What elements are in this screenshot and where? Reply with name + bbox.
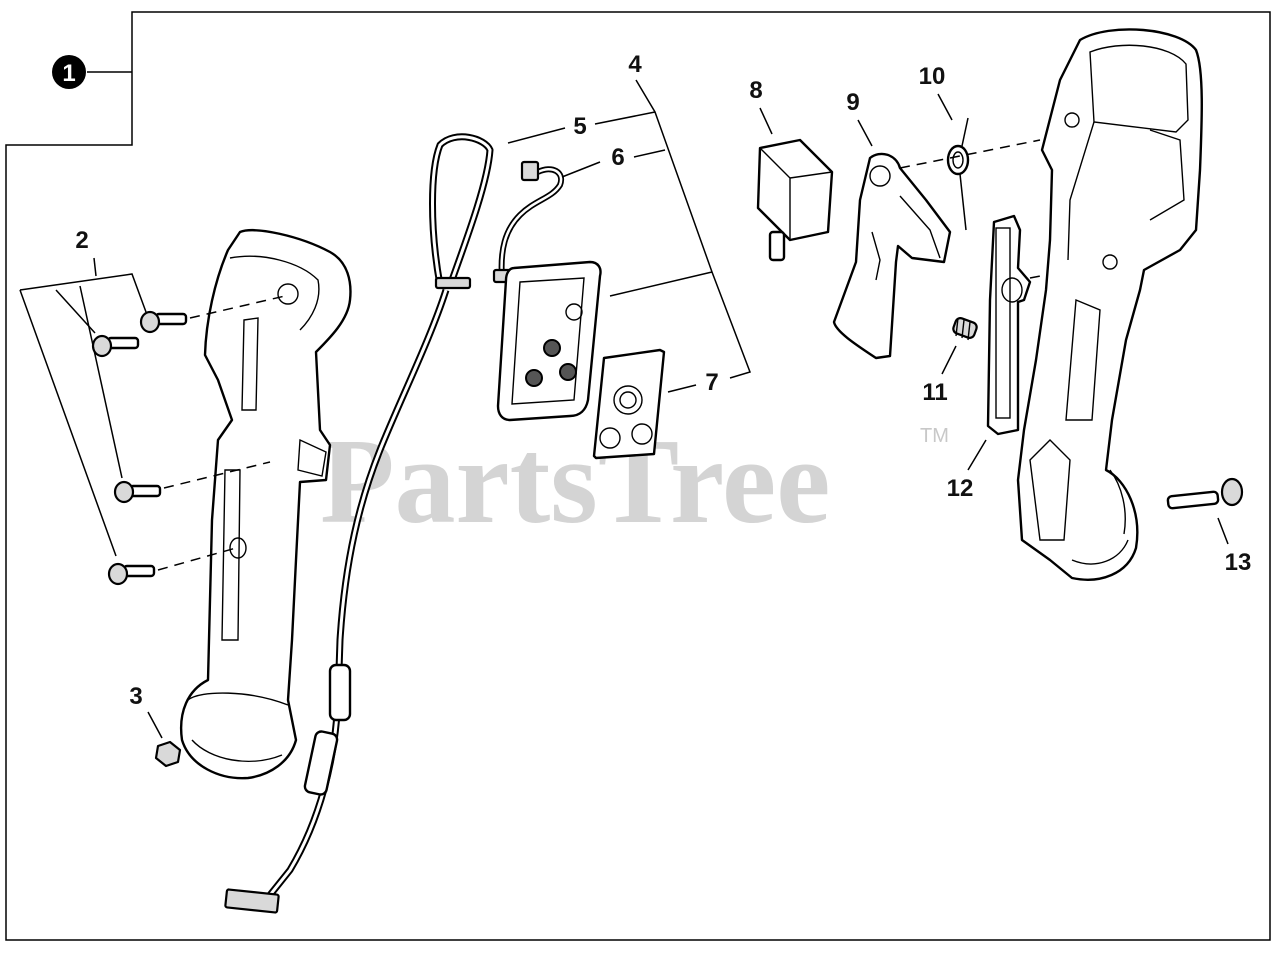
wire-harness [224,133,494,914]
callout-12: 12 [947,439,987,502]
callout-5: 5 [507,111,656,144]
membrane-label [592,348,666,460]
svg-text:2: 2 [75,227,88,254]
left-handle-housing [179,229,352,780]
nut-part [154,740,182,768]
compression-spring [952,317,978,341]
lock-lever [986,214,1032,436]
svg-text:7: 7 [705,369,718,396]
svg-text:1: 1 [62,60,75,87]
callout-4: 4 [609,51,751,379]
callout-10: 10 [919,63,953,121]
pivot-pin [1166,477,1244,510]
callout-9: 9 [846,89,873,147]
svg-text:8: 8 [749,77,762,104]
svg-text:10: 10 [919,63,946,90]
torsion-spring [946,117,970,231]
assembly-badge: 1 [52,55,132,89]
svg-text:3: 3 [129,683,142,710]
right-handle-housing [1016,28,1203,581]
watermark-trademark: TM [920,425,949,447]
control-panel [496,260,602,422]
screw-upper-left [91,334,140,358]
callout-13: 13 [1217,517,1252,576]
screw-middle [113,480,162,504]
screw-lower [107,562,156,586]
svg-text:6: 6 [611,144,624,171]
callout-7: 7 [667,369,719,396]
switch-module [756,138,834,262]
svg-text:9: 9 [846,89,859,116]
trigger-part [832,152,952,360]
callout-2: 2 [19,227,147,557]
screw-upper-right [139,310,188,334]
svg-text:12: 12 [947,475,974,502]
svg-text:4: 4 [628,51,642,78]
watermark-text: PartsTree [320,414,830,549]
svg-text:11: 11 [922,379,947,406]
callout-6: 6 [561,144,666,178]
svg-text:13: 13 [1225,549,1252,576]
diagram-frame [5,11,1271,941]
svg-text:5: 5 [573,113,586,140]
callout-8: 8 [749,77,773,135]
callout-11: 11 [922,345,957,406]
callout-3: 3 [129,683,163,739]
